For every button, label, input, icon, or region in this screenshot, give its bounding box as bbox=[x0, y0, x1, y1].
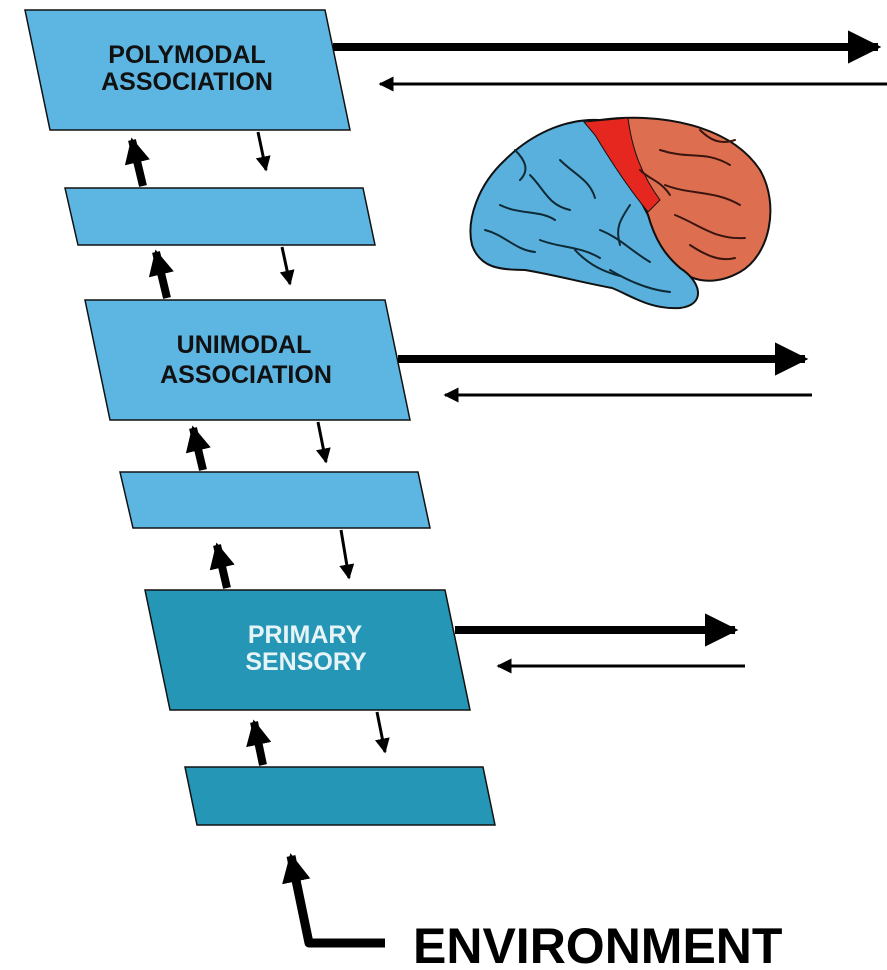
descending-arrow bbox=[255, 131, 271, 172]
descending-arrow bbox=[279, 246, 295, 286]
brain-red-strip bbox=[582, 117, 661, 213]
primary-label-line2: SENSORY bbox=[245, 648, 367, 676]
primary-sensory-box bbox=[144, 589, 471, 711]
unimodal-label-line2: ASSOCIATION bbox=[160, 361, 332, 389]
environment-input-arrow bbox=[282, 853, 385, 948]
polymodal-association-box bbox=[24, 9, 351, 131]
ascending-arrow bbox=[124, 137, 150, 187]
descending-arrow bbox=[315, 421, 331, 464]
polymodal-label-line1: POLYMODAL bbox=[108, 41, 265, 69]
ascending-arrow bbox=[185, 425, 211, 471]
environment-label: ENVIRONMENT bbox=[413, 918, 782, 970]
ascending-arrow bbox=[246, 719, 272, 766]
unimodal-label-line1: UNIMODAL bbox=[177, 331, 312, 359]
intermediate-box-middle bbox=[119, 471, 431, 529]
polymodal-label-line2: ASSOCIATION bbox=[101, 68, 273, 96]
intermediate-box-upper bbox=[64, 187, 376, 246]
unimodal-association-box bbox=[84, 299, 411, 421]
primary-label-line1: PRIMARY bbox=[248, 621, 363, 649]
brain-illustration bbox=[469, 116, 772, 310]
brain-posterior-region bbox=[469, 118, 699, 310]
ascending-arrow bbox=[148, 249, 174, 299]
intermediate-box-lower bbox=[184, 766, 496, 826]
descending-arrow bbox=[374, 711, 390, 754]
ascending-arrow bbox=[209, 542, 235, 589]
descending-arrow bbox=[339, 529, 355, 580]
